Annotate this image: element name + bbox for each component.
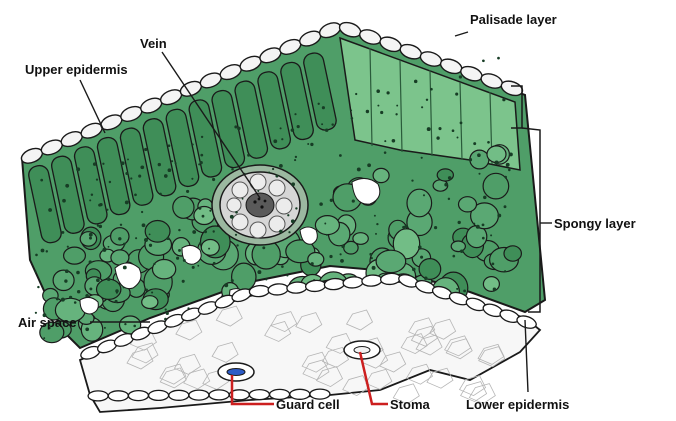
spongy-cell (504, 246, 521, 261)
label-air-space: Air space (18, 315, 77, 330)
label-vein: Vein (140, 36, 167, 51)
lower-epidermis-cell (209, 390, 229, 400)
label-stoma: Stoma (390, 397, 431, 412)
vein-bundle (212, 165, 308, 245)
spongy-cell (111, 228, 129, 245)
lower-epidermis-cell (169, 390, 189, 400)
label-palisade-layer: Palisade layer (470, 12, 557, 27)
lower-epidermis-cell (249, 390, 269, 400)
lower-epidermis-cell (189, 390, 209, 400)
spongy-cell (487, 146, 506, 163)
spongy-cell (407, 189, 432, 217)
spongy-cell (80, 232, 96, 246)
spongy-cell (145, 221, 170, 243)
spongy-cell (483, 277, 499, 292)
stoma-left (218, 363, 254, 381)
lower-epidermis-cell (108, 391, 128, 401)
spongy-cell (419, 259, 441, 280)
label-spongy-layer: Spongy layer (554, 216, 636, 231)
spongy-cell (437, 169, 453, 181)
label-upper-epidermis: Upper epidermis (25, 62, 128, 77)
spongy-cell (308, 252, 324, 266)
spongy-cell (470, 150, 489, 169)
spongy-cell (315, 216, 339, 235)
spongy-cell (451, 241, 465, 252)
spongy-cell (142, 296, 158, 309)
label-lower-epidermis: Lower epidermis (466, 397, 569, 412)
spongy-cell (53, 270, 74, 290)
lower-epidermis-cell (149, 390, 169, 400)
spongy-cell (153, 260, 176, 279)
lower-epidermis-cell (128, 391, 148, 401)
spongy-cell (173, 196, 194, 218)
spongy-cell (64, 247, 86, 264)
label-guard-cell: Guard cell (276, 397, 340, 412)
spongy-cell (459, 197, 477, 212)
spongy-cell (376, 250, 406, 272)
spongy-cell (353, 233, 368, 245)
lower-epidermis-cell (88, 391, 108, 401)
spongy-cell (201, 240, 219, 256)
spongy-cell (373, 168, 389, 182)
